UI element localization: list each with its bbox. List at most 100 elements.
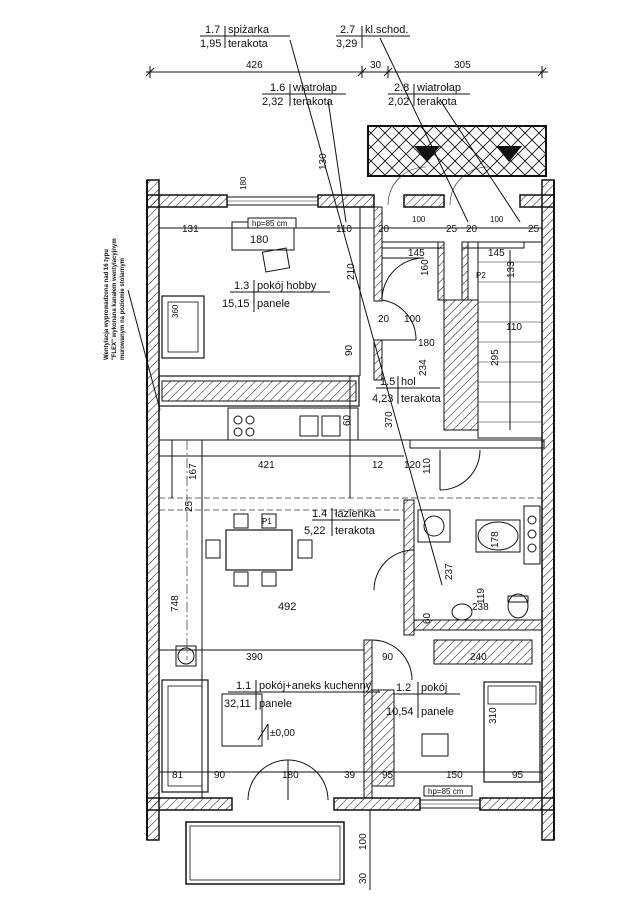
dim-20-a: 20 <box>378 224 390 235</box>
dim-110-c: 110 <box>422 458 433 474</box>
room-label-2-8: 2.8 wiatrołap 2,02 terakota <box>388 82 470 108</box>
dim-90-a: 90 <box>344 344 355 356</box>
dim-130: 130 <box>318 153 329 170</box>
dim-81: 81 <box>172 770 184 781</box>
dim-145-b: 145 <box>488 248 505 259</box>
room-1-7-name: spiżarka <box>228 24 270 36</box>
room-1-3-id: 1.3 <box>234 280 249 292</box>
room-1-4-id: 1.4 <box>312 508 327 520</box>
dim-238: 238 <box>472 602 489 613</box>
room-1-5-name: hol <box>401 376 416 388</box>
room-2-8-area: 2,02 <box>388 96 409 108</box>
interior-walls <box>158 206 545 799</box>
note-line-3: murowanym na poziomie stolarnym <box>120 258 126 360</box>
top-dimension-line <box>145 66 548 78</box>
dim-90-b: 90 <box>382 652 394 663</box>
dim-12: 12 <box>372 460 384 471</box>
room-1-4-area: 5,22 <box>304 525 325 537</box>
section-line <box>289 39 443 586</box>
furniture <box>161 221 541 793</box>
dim-295: 295 <box>490 349 501 366</box>
dim-178: 178 <box>490 531 501 548</box>
dim-100-b: 100 <box>490 215 504 224</box>
dim-180-c: 180 <box>418 338 435 349</box>
dim-120: 120 <box>404 460 421 471</box>
dim-25-a: 25 <box>446 224 458 235</box>
room-1-2-id: 1.2 <box>396 682 411 694</box>
room-1-2-floor: panele <box>421 706 454 718</box>
room-1-7-floor: terakota <box>228 38 269 50</box>
dim-100-c: 100 <box>404 314 421 325</box>
dim-426: 426 <box>246 60 263 71</box>
dim-110-b: 110 <box>506 322 522 333</box>
room-2-7-name: kl.schod. <box>365 24 408 36</box>
dim-237: 237 <box>444 563 455 580</box>
room-label-1-7: 1.7 spiżarka 1,95 terakota <box>200 24 290 50</box>
room-1-6-id: 1.6 <box>270 82 285 94</box>
room-2-8-name: wiatrołap <box>416 82 461 94</box>
dim-60-a: 60 <box>342 414 353 426</box>
dim-20-c: 20 <box>378 314 390 325</box>
room-2-7-area: 3,29 <box>336 38 357 50</box>
leader-line-2 <box>327 99 347 223</box>
balcony <box>185 821 345 885</box>
leader-line-1 <box>379 37 469 223</box>
room-1-5-area: 4,23 <box>372 393 393 405</box>
dim-180-a: 180 <box>239 176 248 190</box>
dim-150: 150 <box>446 770 463 781</box>
dim-39: 39 <box>344 770 356 781</box>
dim-119: 119 <box>476 588 487 604</box>
note-line-1: Wentylacja wyprowadzona nad 16 typu <box>104 249 110 360</box>
outer-walls <box>146 179 555 841</box>
room-1-2-area: 10,54 <box>386 706 414 718</box>
side-dimension-lines <box>159 207 542 890</box>
dim-370: 370 <box>384 411 395 428</box>
dim-131: 131 <box>182 224 199 235</box>
dimension-texts: 130 180 131 110 180 210 20 100 25 20 100… <box>170 153 540 884</box>
room-1-6-floor: terakota <box>293 96 334 108</box>
room-2-8-floor: terakota <box>417 96 458 108</box>
room-1-1-id: 1.1 <box>236 680 251 692</box>
dim-25-c: 25 <box>184 500 195 512</box>
dim-748: 748 <box>170 595 181 612</box>
room-1-1-area: 32,11 <box>224 698 251 710</box>
dim-167: 167 <box>188 463 199 480</box>
room-1-3-name: pokój hobby <box>257 280 317 292</box>
dim-421: 421 <box>258 460 275 471</box>
room-label-1-1: 1.1 pokój+aneks kuchenny 32,11 panele <box>224 680 380 710</box>
room-1-4-name: łazienka <box>335 508 376 520</box>
dim-234: 234 <box>418 359 429 376</box>
dim-160: 160 <box>420 259 431 276</box>
room-label-1-3: 1.3 pokój hobby 15,15 panele <box>222 280 330 312</box>
room-1-4-floor: terakota <box>335 525 376 537</box>
dim-100-d: 100 <box>358 833 369 850</box>
room-1-5-id: 1.5 <box>380 376 395 388</box>
dim-30-bottom: 30 <box>358 872 369 884</box>
room-1-7-area: 1,95 <box>200 38 221 50</box>
dim-25-b: 25 <box>528 224 540 235</box>
room-1-5-floor: terakota <box>401 393 442 405</box>
dim-100-a: 100 <box>412 215 426 224</box>
room-1-1-name: pokój+aneks kuchenny <box>259 680 372 692</box>
room-1-3-area: 15,15 <box>222 298 250 310</box>
dim-390: 390 <box>246 652 263 663</box>
entrance-canopy <box>367 125 547 206</box>
room-1-6-name: wiatrołap <box>292 82 337 94</box>
dim-360: 360 <box>171 304 180 318</box>
dim-310: 310 <box>488 707 499 724</box>
dim-305: 305 <box>454 60 471 71</box>
dim-210: 210 <box>346 263 357 280</box>
marker-p2: P2 <box>476 271 486 280</box>
dim-492: 492 <box>278 601 296 613</box>
room-1-1-floor: panele <box>259 698 292 710</box>
room-label-1-2: 1.2 pokój 10,54 panele <box>386 682 460 718</box>
dim-240: 240 <box>470 652 487 663</box>
room-label-1-4: 1.4 łazienka 5,22 terakota <box>304 508 400 537</box>
room-2-7-id: 2.7 <box>340 24 355 36</box>
dim-30-top: 30 <box>370 60 382 71</box>
dim-145-a: 145 <box>408 248 425 259</box>
dim-133: 133 <box>506 261 517 278</box>
dim-60-b: 60 <box>422 612 433 624</box>
room-label-2-7: 2.7 kl.schod. 3,29 <box>336 24 410 50</box>
